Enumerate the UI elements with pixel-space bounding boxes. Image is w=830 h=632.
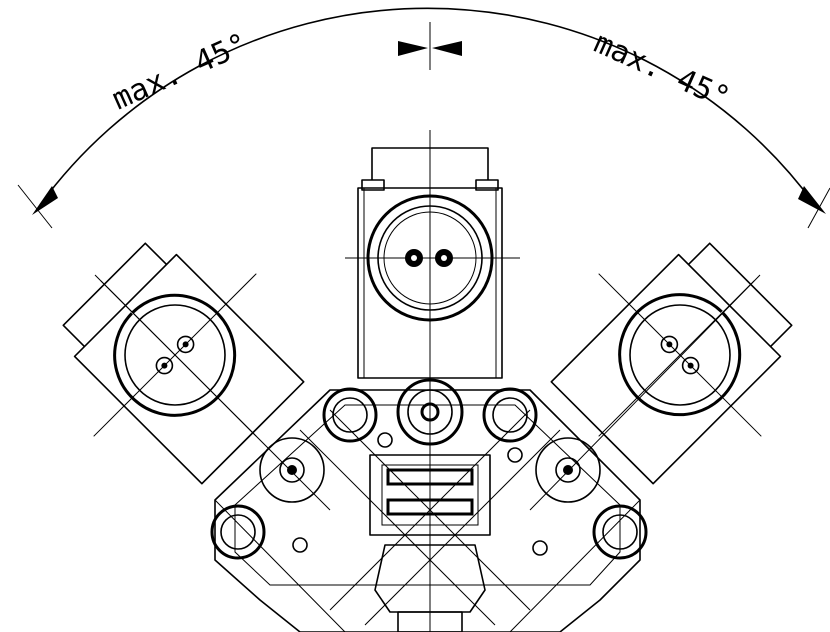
left-angle-label: max. 45° <box>107 27 253 118</box>
left-contact-pin-a <box>155 356 174 375</box>
port-mid-right-inner <box>555 457 581 483</box>
right-alignment-line <box>529 274 761 511</box>
port-mid-left-inner <box>279 457 305 483</box>
block-diagonal-right-2 <box>364 429 561 626</box>
right-contact-pin-b-core <box>687 362 694 369</box>
right-angle-label: max. 45° <box>589 25 735 116</box>
top-center-port-outer <box>396 378 464 446</box>
port-lower-left-inner <box>220 514 256 550</box>
connector-cap <box>371 147 489 180</box>
right-arc-arrow <box>798 186 826 214</box>
small-bolt-lower-right <box>532 540 548 556</box>
port-mid-right-core <box>563 465 573 475</box>
valve-center-plate-inner <box>381 464 479 526</box>
valve-lower-neck <box>374 544 486 613</box>
right-solenoid-centerline-b <box>598 273 762 437</box>
port-upper-left-inner <box>332 397 368 433</box>
small-bolt-lower-left <box>292 537 308 553</box>
left-contact-pin-b-core <box>182 341 189 348</box>
right-contact-pin-a <box>660 335 679 354</box>
valve-block-body <box>214 389 641 632</box>
right-contact-pin-a-core <box>666 341 673 348</box>
left-coil-ring-outer-arc <box>113 293 237 417</box>
top-center-port-bolt <box>420 402 440 422</box>
port-lower-right-inner <box>602 514 638 550</box>
left-contact-pin-b <box>176 335 195 354</box>
port-lower-left-outer <box>210 504 266 560</box>
right-coil-ring-outer-arc <box>618 293 742 417</box>
right-coil-ring-inner <box>629 304 731 406</box>
coil-connector-ring-outer <box>366 194 494 322</box>
coil-housing <box>357 187 503 379</box>
rotation-arc <box>39 7 816 206</box>
left-alignment-line <box>94 274 331 511</box>
coil-connector-ring-inner <box>377 205 483 311</box>
cap-left-lug <box>361 179 385 191</box>
valve-ports <box>210 378 648 560</box>
block-diagonal-left-2 <box>299 429 496 626</box>
port-upper-right-outer <box>482 387 538 443</box>
center-arrow-left <box>398 41 428 56</box>
left-extension-line <box>17 184 53 229</box>
valve-label-bar-upper <box>386 468 474 486</box>
block-diagonal-left-outer <box>214 499 346 632</box>
small-bolt-right <box>507 447 523 463</box>
top-center-port-inner <box>407 389 453 435</box>
left-arc-arrow <box>32 186 58 215</box>
left-contact-pin-a-core <box>161 362 168 369</box>
valve-label-bar-lower <box>386 498 474 516</box>
center-arrow-right <box>432 41 462 56</box>
solenoid-upright <box>345 130 520 632</box>
right-contact-pin-b <box>681 356 700 375</box>
coil-connector-ring-core <box>383 211 477 305</box>
alignment-centerlines <box>94 274 761 511</box>
block-diagonal-right-outer <box>509 499 641 632</box>
block-diagonal-right-1 <box>329 409 531 611</box>
small-bolt-left <box>377 432 393 448</box>
valve-block-outline <box>214 389 641 632</box>
port-mid-left-core <box>287 465 297 475</box>
valve-bottom-spigot <box>397 611 463 632</box>
port-upper-left-outer <box>322 387 378 443</box>
valve-center-plate <box>369 454 491 536</box>
cap-right-lug <box>475 179 499 191</box>
port-upper-right-inner <box>492 397 528 433</box>
contact-pin-right-hole <box>441 255 447 261</box>
port-mid-left-outer <box>259 437 325 503</box>
port-mid-right-outer <box>535 437 601 503</box>
contact-pin-left-hole <box>411 255 417 261</box>
port-lower-right-outer <box>592 504 648 560</box>
